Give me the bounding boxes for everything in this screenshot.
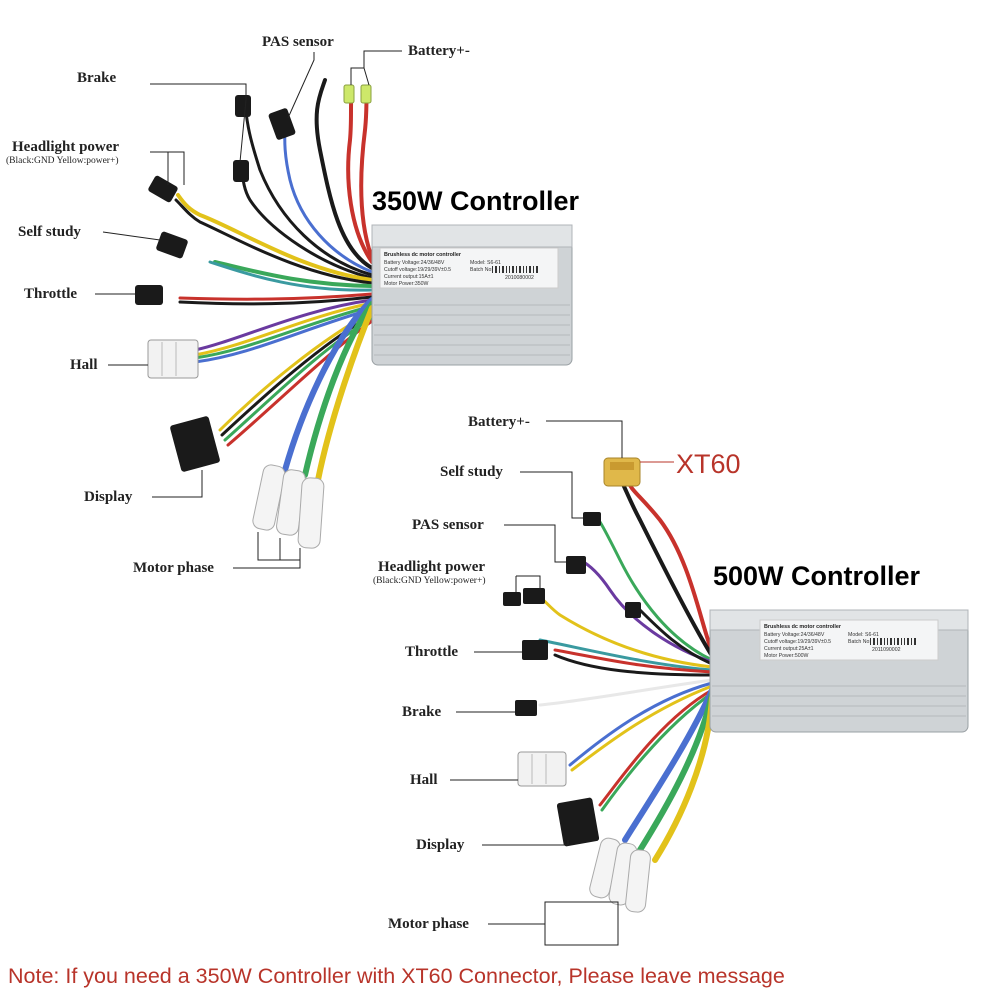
leader-headlight-350w — [150, 151, 185, 185]
hall-connector-500w — [517, 751, 567, 787]
leader-battery-500w — [546, 420, 623, 458]
plate-batch-350w: Batch No: — [470, 267, 493, 273]
self-study-connector-350w — [156, 231, 188, 259]
battery-connector-350w — [343, 84, 372, 104]
label-pas-sensor-500w: PAS sensor — [412, 517, 484, 533]
plate-cutoff-500w: Cutoff voltage:19/29/39V±0.5 — [764, 639, 831, 645]
label-headlight-sub-500w: (Black:GND Yellow:power+) — [373, 575, 485, 586]
controller-housing-500w: Brushless dc motor controller Battery Vo… — [709, 609, 969, 733]
barcode-350w — [492, 266, 538, 273]
label-motor-phase-500w: Motor phase — [388, 916, 469, 932]
plate-model-350w: Model: S6-61 — [470, 260, 501, 266]
plate-current-350w: Current output:15A±1 — [384, 274, 434, 280]
headlight-connector-500w-2 — [503, 592, 521, 606]
leader-self-study-350w — [102, 231, 161, 241]
brake-connector-500w — [515, 700, 537, 716]
pas-connector-350w — [268, 108, 296, 140]
display-connector-500w — [556, 797, 600, 847]
controller-housing-350w: Brushless dc motor controller Battery Vo… — [371, 224, 573, 366]
plate-model-500w: Model: S6-61 — [848, 632, 879, 638]
hall-connector-350w — [147, 339, 199, 379]
label-headlight-350w: Headlight power — [12, 139, 119, 155]
label-headlight-sub-350w: (Black:GND Yellow:power+) — [6, 155, 118, 166]
plate-voltage-350w: Battery Voltage:24/36/48V — [384, 260, 445, 266]
throttle-connector-350w — [135, 285, 163, 305]
leader-display-500w — [482, 840, 569, 846]
leader-motor-phase-500w — [488, 901, 619, 946]
label-throttle-350w: Throttle — [24, 286, 77, 302]
leader-display-350w — [152, 470, 203, 498]
leader-self-study-500w — [520, 471, 583, 519]
xt60-connector — [603, 457, 641, 487]
plate-heading-500w: Brushless dc motor controller — [764, 624, 842, 630]
label-hall-500w: Hall — [410, 772, 438, 788]
motor-phase-connectors-350w — [252, 464, 325, 549]
headlight-connector-500w — [523, 588, 545, 604]
motor-phase-connectors-500w — [589, 837, 651, 913]
label-hall-350w: Hall — [70, 357, 98, 373]
pas-connector-500w — [566, 556, 586, 574]
title-350w: 350W Controller — [372, 186, 580, 216]
label-self-study-500w: Self study — [440, 464, 503, 480]
leader-battery-350w — [350, 50, 402, 85]
plate-heading-350w: Brushless dc motor controller — [384, 252, 462, 258]
plate-batch-500w: Batch No: — [848, 639, 871, 645]
self-study-connector-500w — [583, 512, 601, 526]
plate-voltage-500w: Battery Voltage:24/36/48V — [764, 632, 825, 638]
leader-motor-phase-350w — [233, 548, 301, 569]
controller-350w: Brushless dc motor controller Battery Vo… — [6, 34, 580, 576]
barcode-500w — [870, 638, 916, 645]
brake-connector-350w-2 — [233, 160, 249, 182]
throttle-connector-500w — [522, 640, 548, 660]
label-display-500w: Display — [416, 837, 465, 853]
display-connector-350w — [170, 416, 220, 472]
brake-connector-350w — [235, 95, 251, 117]
plate-serial-500w: 2011090002 — [872, 647, 901, 653]
label-self-study-350w: Self study — [18, 224, 81, 240]
label-battery-500w: Battery+- — [468, 414, 530, 430]
plate-cutoff-350w: Cutoff voltage:19/29/39V±0.5 — [384, 267, 451, 273]
footer-note: Note: If you need a 350W Controller with… — [8, 964, 785, 988]
label-pas-sensor-350w: PAS sensor — [262, 34, 334, 50]
label-brake-350w: Brake — [77, 70, 117, 86]
leader-brake-350w — [150, 83, 247, 100]
leader-pas-350w — [287, 52, 315, 119]
plate-power-500w: Motor Power:500W — [764, 653, 809, 659]
label-throttle-500w: Throttle — [405, 644, 458, 660]
plate-serial-350w: 2010080002 — [505, 275, 534, 281]
plate-power-350w: Motor Power:350W — [384, 281, 429, 287]
headlight-connector-350w — [148, 175, 178, 203]
wire-bundle-500w — [536, 478, 715, 863]
label-motor-phase-350w: Motor phase — [133, 560, 214, 576]
wire-bundle-350w — [174, 78, 375, 483]
label-headlight-500w: Headlight power — [378, 559, 485, 575]
label-brake-500w: Brake — [402, 704, 442, 720]
plate-current-500w: Current output:25A±1 — [764, 646, 814, 652]
controller-500w: Brushless dc motor controller Battery Vo… — [373, 414, 969, 946]
label-display-350w: Display — [84, 489, 133, 505]
brake-connector-500w-top — [625, 602, 641, 618]
label-battery-350w: Battery+- — [408, 43, 470, 59]
leader-pas-500w — [504, 524, 566, 563]
title-500w: 500W Controller — [713, 561, 921, 591]
leader-headlight-500w — [516, 575, 541, 590]
xt60-label: XT60 — [676, 449, 741, 479]
